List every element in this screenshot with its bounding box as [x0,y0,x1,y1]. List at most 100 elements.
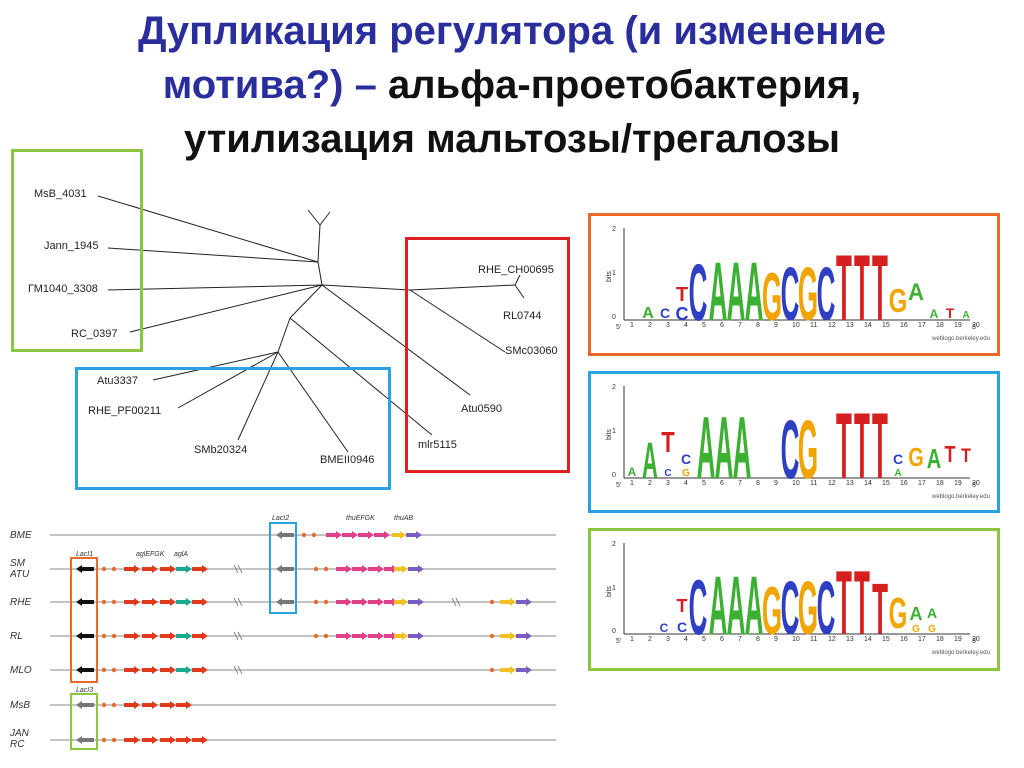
logo1-position-7: 7 [738,322,742,329]
svg-text:A: A [927,605,937,621]
svg-text:T: T [854,236,870,341]
rhe-agl-arrow-2 [160,598,176,606]
leaf-atu0590: Atu0590 [461,403,502,415]
mlo-agl-arrow-3 [192,666,208,674]
rl-laci1-arrow [76,632,94,640]
svg-text:A: A [715,398,734,497]
gene-label-laci2: LacI2 [272,515,290,522]
row-label-sm-atu: SM ATU [10,558,30,580]
sm-atu-thu-arrow-4 [408,565,424,573]
jan-laci3-arrow [76,736,94,744]
svg-text:A: A [745,246,764,339]
msb-laci3-arrow [76,701,94,709]
rhe-site [313,599,319,605]
mlo-laci1-arrow [76,666,94,674]
logo1-position-18: 18 [936,322,944,329]
bme-thu-arrow-1 [342,531,358,539]
logo1-ymid: 1 [612,270,616,277]
bme-thuab-arrow [392,531,406,539]
rl-agl-arrow-3 [192,632,208,640]
svg-text:T: T [872,236,888,341]
svg-text:T: T [961,445,971,467]
rl-thu-arrow-2 [368,632,384,640]
sm-atu-site [323,566,329,572]
logo1-position-8: 8 [756,322,760,329]
svg-text:C: C [681,451,691,467]
svg-text:C: C [817,252,836,336]
row-label-rl: RL [10,631,23,642]
bme-thu-arrow-v [406,531,422,539]
logo1-position-2: 2 [648,322,652,329]
row-label-jan-rc: JAN RC [10,728,29,750]
svg-text:T: T [854,394,870,499]
sm-atu-site [101,566,107,572]
svg-text:G: G [912,624,920,635]
msb-site [111,702,117,708]
sm-atu-agla-arrow [176,565,192,573]
svg-text:A: A [733,398,752,497]
leaf-rhe-pf: RHE_PF00211 [88,405,162,417]
logo2-position-1: 1 [630,480,634,487]
blue-clade-box [75,367,391,490]
svg-text:A: A [642,434,658,490]
svg-text:C: C [660,305,670,321]
rl-site [101,633,107,639]
rl-site [313,633,319,639]
logo2-position-13: 13 [846,480,854,487]
gene-label-laci1: LacI1 [76,551,94,558]
sm-atu-agl-arrow-0 [124,565,140,573]
logo3-position-20: 20 [972,636,980,643]
rl-thuab-arrow [500,632,516,640]
svg-text:C: C [781,566,800,650]
mlo-agl-arrow-0 [124,666,140,674]
rl-thu-arrow-1 [352,632,368,640]
svg-text:C: C [689,564,708,651]
logo1-ymax: 2 [612,226,616,233]
rhe-site [323,599,329,605]
svg-text:A: A [709,246,728,339]
slide-title: Дупликация регулятора (и изменение мотив… [0,4,1024,166]
logo2-position-7: 7 [738,480,742,487]
logo3-position-14: 14 [864,636,872,643]
lacI3-box [70,693,98,750]
sm-atu-thu-arrow-0 [336,565,352,573]
bme-site [311,532,317,538]
logo3-position-15: 15 [882,636,890,643]
mlo-thu-arrow-end [516,666,532,674]
svg-text:G: G [889,590,908,638]
logo3-ymax: 2 [612,541,616,548]
svg-text:C: C [664,468,671,479]
sm-atu-laci1-arrow [76,565,94,573]
jan-agl-arrow-2 [160,736,176,744]
title-line-2: мотива?) – альфа-проетобактерия, [162,63,862,107]
logo1-position-5: 5 [702,322,706,329]
msb-site [101,702,107,708]
logo1-position-1: 1 [630,322,634,329]
rhe-agl-arrow-3 [192,598,208,606]
svg-text:T: T [836,394,852,499]
logo3-position-13: 13 [846,636,854,643]
rl-site [323,633,329,639]
leaf-mlr: mlr5115 [418,439,457,451]
logo1-credit: weblogo.berkeley.edu [932,336,990,342]
rhe-thuab-arrow [394,598,408,606]
sm-atu-thuab-arrow [394,565,408,573]
svg-text:G: G [928,624,936,635]
rhe-thu-arrow-end [516,598,532,606]
logo1-position-13: 13 [846,322,854,329]
rl-thu-arrow-end [516,632,532,640]
logo1-position-6: 6 [720,322,724,329]
svg-text:G: G [889,283,908,320]
logo3-position-12: 12 [828,636,836,643]
gene-label-agla: aglA [174,551,189,558]
red-clade-box [405,237,570,473]
logo2-position-11: 11 [810,480,818,487]
svg-text:A: A [894,468,901,479]
svg-text:C: C [893,451,903,467]
phylogenetic-tree [97,195,525,453]
mlo-thuab-arrow [500,666,516,674]
svg-text:C: C [689,247,708,337]
svg-text:A: A [927,444,941,475]
svg-text:G: G [762,573,782,648]
